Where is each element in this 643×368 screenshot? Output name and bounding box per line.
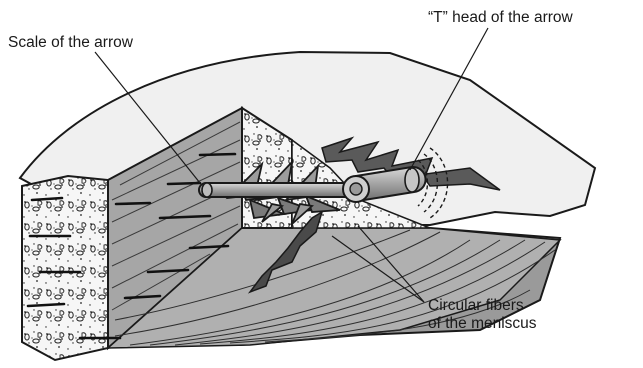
label-circular-fibers-line1: Circular fibers	[428, 297, 537, 315]
label-circular-fibers-line2: of the meniscus	[428, 315, 537, 333]
speckled-bone-left	[22, 176, 108, 360]
arrow-shaft	[199, 183, 345, 197]
label-scale-of-arrow: Scale of the arrow	[8, 34, 133, 52]
label-circular-fibers: Circular fibers of the meniscus	[428, 297, 537, 333]
label-t-head-of-arrow: “T” head of the arrow	[428, 9, 573, 27]
